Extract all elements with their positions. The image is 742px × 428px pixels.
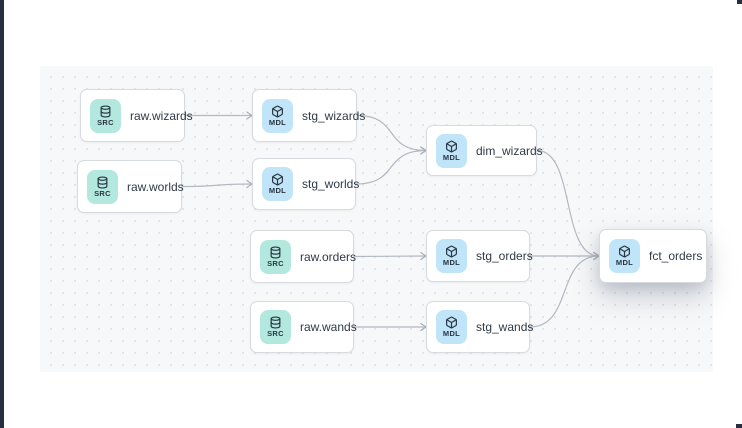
node-type-badge: MDL	[436, 133, 467, 168]
node-type-label: MDL	[442, 152, 461, 162]
box-icon	[271, 173, 284, 186]
node-label: stg_orders	[476, 249, 533, 263]
node-label: dim_wizards	[476, 143, 543, 158]
node-label: raw.wands	[300, 320, 357, 334]
box-icon	[445, 316, 458, 329]
node-label: fct_orders	[649, 249, 703, 263]
node-type-badge: MDL	[436, 239, 467, 273]
node-label: stg_wands	[476, 320, 534, 334]
node-label: raw.worlds	[127, 179, 184, 194]
node-label: stg_worlds	[302, 177, 360, 191]
box-icon	[271, 104, 284, 118]
node-raw_wands[interactable]: SRC raw.wands	[250, 301, 357, 353]
node-label: raw.wizards	[130, 108, 193, 123]
node-raw_orders[interactable]: SRC raw.orders	[250, 230, 357, 283]
node-type-badge: MDL	[262, 98, 293, 133]
database-icon	[99, 104, 112, 118]
node-stg_orders[interactable]: MDL stg_orders	[426, 230, 533, 282]
node-label: raw.orders	[300, 249, 357, 264]
node-dim_wizards[interactable]: MDL dim_wizards	[426, 125, 543, 176]
database-icon	[96, 175, 109, 189]
database-icon	[269, 245, 282, 259]
node-type-badge: SRC	[87, 169, 118, 204]
node-type-label: MDL	[442, 329, 461, 338]
node-type-badge: SRC	[260, 239, 291, 274]
node-label: stg_wizards	[302, 108, 366, 123]
node-stg_wizards[interactable]: MDL stg_wizards	[252, 89, 365, 142]
node-type-label: SRC	[267, 329, 284, 338]
node-type-label: SRC	[94, 188, 111, 198]
node-type-badge: MDL	[436, 310, 467, 344]
node-type-label: MDL	[268, 186, 287, 195]
node-type-badge: MDL	[262, 167, 293, 201]
node-fct_orders[interactable]: MDL fct_orders	[599, 229, 707, 283]
window-edge-top-right	[737, 0, 742, 4]
box-icon	[445, 245, 458, 258]
window-edge-bottom-right	[736, 424, 742, 428]
box-icon	[445, 139, 458, 153]
node-raw_wizards[interactable]: SRC raw.wizards	[80, 89, 193, 142]
database-icon	[269, 316, 282, 329]
node-type-label: MDL	[615, 258, 634, 267]
node-type-badge: SRC	[90, 98, 121, 133]
box-icon	[618, 245, 631, 258]
node-stg_wands[interactable]: MDL stg_wands	[426, 301, 534, 353]
window-edge-left	[0, 0, 4, 428]
node-type-label: SRC	[97, 117, 114, 127]
node-type-label: MDL	[442, 258, 461, 267]
node-stg_worlds[interactable]: MDL stg_worlds	[252, 158, 360, 210]
node-type-badge: MDL	[609, 239, 640, 273]
node-type-badge: SRC	[260, 310, 291, 344]
node-type-label: SRC	[267, 258, 284, 268]
node-type-label: MDL	[268, 117, 287, 127]
node-raw_worlds[interactable]: SRC raw.worlds	[77, 160, 184, 213]
